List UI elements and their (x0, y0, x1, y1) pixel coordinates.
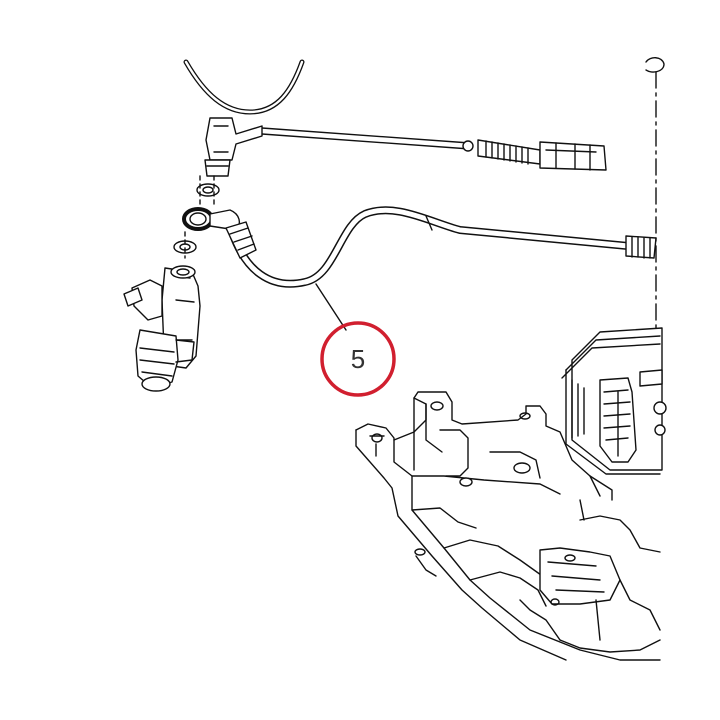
callout-number: 5 (351, 344, 365, 374)
brake-hose (225, 206, 657, 288)
upper-cable-loop (183, 59, 305, 115)
brake-master-cylinder (123, 265, 201, 392)
retaining-clip (645, 57, 665, 73)
callout-leader-line (315, 283, 347, 331)
banjo-fitting-stack (173, 117, 263, 259)
callout-5[interactable]: 5 (320, 321, 396, 397)
sensor-wire (261, 127, 607, 171)
mounting-bracket-frame (355, 391, 661, 661)
abs-modulator-unit (561, 327, 667, 475)
callout-circle (320, 321, 396, 397)
